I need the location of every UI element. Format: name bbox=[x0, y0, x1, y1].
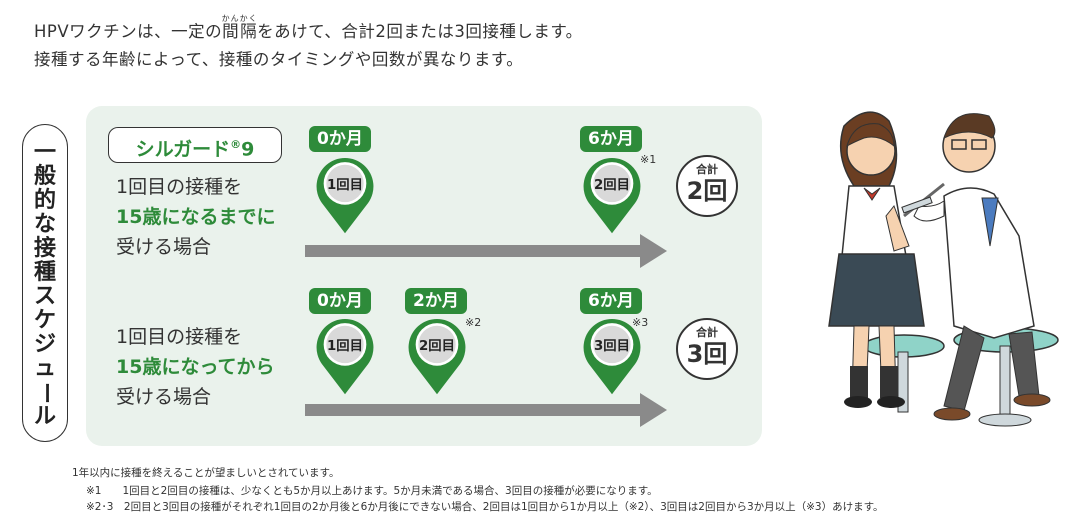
intro-line-1-b: をあけて、合計2回または3回接種します。 bbox=[257, 22, 583, 41]
kanji-kan: 間かん bbox=[221, 14, 240, 41]
case-2-dose-3-note: ※3 bbox=[632, 316, 649, 329]
case-1-dose-2-pin: 2回目 bbox=[583, 157, 641, 234]
case-1-total-badge: 合計 2回 bbox=[676, 155, 738, 217]
brand-name: シルガード bbox=[135, 138, 231, 161]
case-2-dose-3-label: 3回目 bbox=[594, 338, 630, 354]
case-1-line-3: 受ける場合 bbox=[116, 236, 212, 258]
side-label-char: 一 bbox=[33, 140, 56, 165]
brand-box: シルガード®9 bbox=[108, 127, 282, 163]
case-1-line-2: 15歳になるまでに bbox=[116, 206, 276, 228]
case-2-dose-2-label: 2回目 bbox=[419, 338, 455, 354]
intro-line-1: HPVワクチンは、一定の間かん隔かくをあけて、合計2回または3回接種します。 bbox=[34, 14, 583, 42]
case-2-description: 1回目の接種を 15歳になってから 受ける場合 bbox=[116, 322, 275, 412]
side-label-text: 一般的な接種スケジュール bbox=[23, 141, 67, 429]
case-2-dose-1-pin: 1回目 bbox=[316, 318, 374, 395]
schedule-side-label: 一般的な接種スケジュール bbox=[22, 124, 68, 442]
case-2-dose-2-pin: 2回目 bbox=[408, 318, 466, 395]
case-1-total-label: 合計 bbox=[696, 163, 718, 176]
case-2-line-3: 受ける場合 bbox=[116, 386, 212, 408]
case-1-dose-1-pin: 1回目 bbox=[316, 157, 374, 234]
side-label-char: ケ bbox=[33, 308, 56, 333]
case-1-timeline-arrow bbox=[305, 234, 667, 268]
case-2-dose-3-month: 6か月 bbox=[580, 288, 642, 314]
case-1-line-1: 1回目の接種を bbox=[116, 176, 243, 198]
case-2-total-badge: 合計 3回 bbox=[676, 318, 738, 380]
side-label-char: ス bbox=[33, 284, 56, 309]
side-label-char: 般 bbox=[33, 164, 56, 189]
footer-note-1: 1年以内に接種を終えることが望ましいとされています。 bbox=[72, 467, 340, 479]
footer-note-2: ※1 1回目と2回目の接種は、少なくとも5か月以上あけます。5か月未満である場合… bbox=[86, 485, 658, 497]
case-1-description: 1回目の接種を 15歳になるまでに 受ける場合 bbox=[116, 172, 275, 262]
vaccination-illustration bbox=[828, 111, 1059, 427]
case-2-dose-1-label: 1回目 bbox=[327, 338, 363, 354]
case-2-dose-1-month: 0か月 bbox=[309, 288, 371, 314]
intro-line-1-a: HPVワクチンは、一定の bbox=[34, 22, 223, 41]
side-label-char: ュ bbox=[33, 356, 56, 381]
brand-number: 9 bbox=[241, 138, 255, 161]
case-2-dose-2-note: ※2 bbox=[465, 316, 482, 329]
kanji-kaku: 隔かく bbox=[239, 14, 258, 41]
case-1-total-value: 2回 bbox=[686, 177, 728, 205]
brand-registered-mark: ® bbox=[230, 138, 242, 151]
intro-line-2: 接種する年齢によって、接種のタイミングや回数が異なります。 bbox=[34, 50, 524, 69]
case-2-total-label: 合計 bbox=[696, 326, 718, 339]
case-2-dose-2-month: 2か月 bbox=[405, 288, 467, 314]
case-2-line-1: 1回目の接種を bbox=[116, 326, 243, 348]
case-2-line-2: 15歳になってから bbox=[116, 356, 275, 378]
side-label-char: 種 bbox=[33, 260, 56, 285]
case-2-dose-3-pin: 3回目 bbox=[583, 318, 641, 395]
case-1-dose-2-month: 6か月 bbox=[580, 126, 642, 152]
case-1-dose-2-note: ※1 bbox=[640, 153, 657, 166]
case-1-dose-1-label: 1回目 bbox=[327, 177, 363, 193]
side-label-char: 的 bbox=[33, 188, 56, 213]
case-2-timeline-arrow bbox=[305, 393, 667, 427]
side-label-char: 接 bbox=[33, 236, 56, 261]
case-1-dose-2-label: 2回目 bbox=[594, 177, 630, 193]
side-label-char: ー bbox=[33, 381, 58, 404]
side-label-char: ジ bbox=[33, 332, 56, 357]
side-label-char: ル bbox=[33, 404, 56, 429]
side-label-char: な bbox=[33, 212, 56, 237]
footer-note-3: ※2･3 2回目と3回目の接種がそれぞれ1回目の2か月後と6か月後にできない場合… bbox=[86, 501, 884, 513]
case-2-total-value: 3回 bbox=[686, 340, 728, 368]
case-1-dose-1-month: 0か月 bbox=[309, 126, 371, 152]
